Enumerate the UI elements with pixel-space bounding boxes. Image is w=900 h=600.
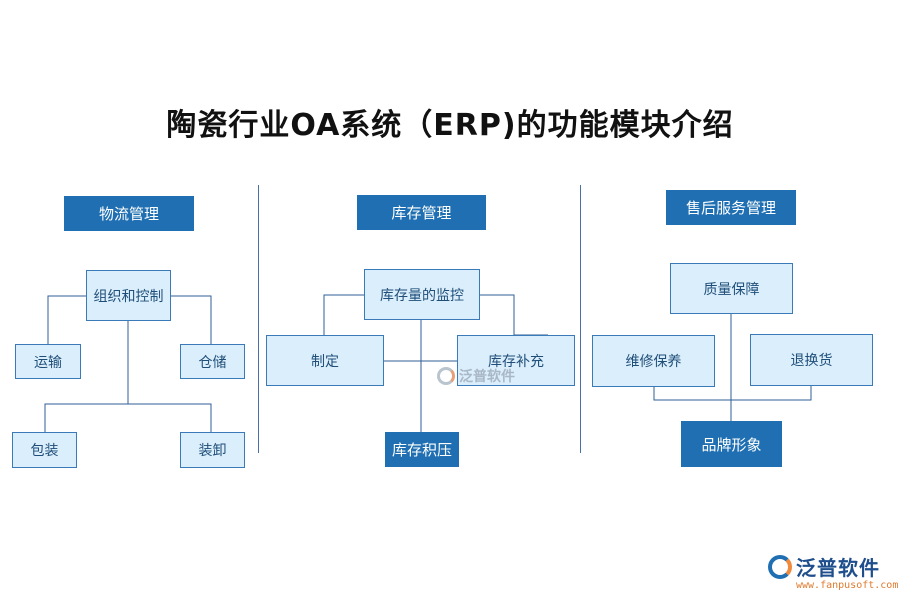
logistics-header: 物流管理 xyxy=(64,196,194,231)
inventory-node-replenish: 库存补充 xyxy=(457,335,575,386)
brand-name: 泛普软件 xyxy=(796,556,880,580)
page-title: 陶瓷行业OA系统（ERP)的功能模块介绍 xyxy=(166,108,734,143)
aftersales-node-maintenance: 维修保养 xyxy=(592,335,715,387)
brand-logo: 泛普软件 xyxy=(768,552,880,581)
logistics-center-node: 组织和控制 xyxy=(86,270,171,321)
inventory-node-plan: 制定 xyxy=(266,335,384,386)
watermark: 泛普软件 xyxy=(437,366,515,386)
aftersales-header: 售后服务管理 xyxy=(666,190,796,225)
logistics-node-handling: 装卸 xyxy=(180,432,245,468)
logistics-node-transport: 运输 xyxy=(15,344,81,379)
inventory-header: 库存管理 xyxy=(357,195,486,230)
section-divider-2 xyxy=(580,185,581,453)
brand-logo-icon xyxy=(768,554,792,579)
watermark-logo-icon xyxy=(437,367,455,385)
aftersales-center-node: 质量保障 xyxy=(670,263,793,314)
section-divider-1 xyxy=(258,185,259,453)
aftersales-node-returns: 退换货 xyxy=(750,334,873,386)
aftersales-node-brand-image: 品牌形象 xyxy=(681,421,782,467)
watermark-text: 泛普软件 xyxy=(459,369,515,385)
inventory-center-node: 库存量的监控 xyxy=(364,269,480,320)
logistics-node-storage: 仓储 xyxy=(180,344,245,379)
logistics-node-packaging: 包装 xyxy=(12,432,77,468)
brand-url: www.fanpusoft.com xyxy=(796,580,899,591)
inventory-node-overstock: 库存积压 xyxy=(385,432,459,467)
